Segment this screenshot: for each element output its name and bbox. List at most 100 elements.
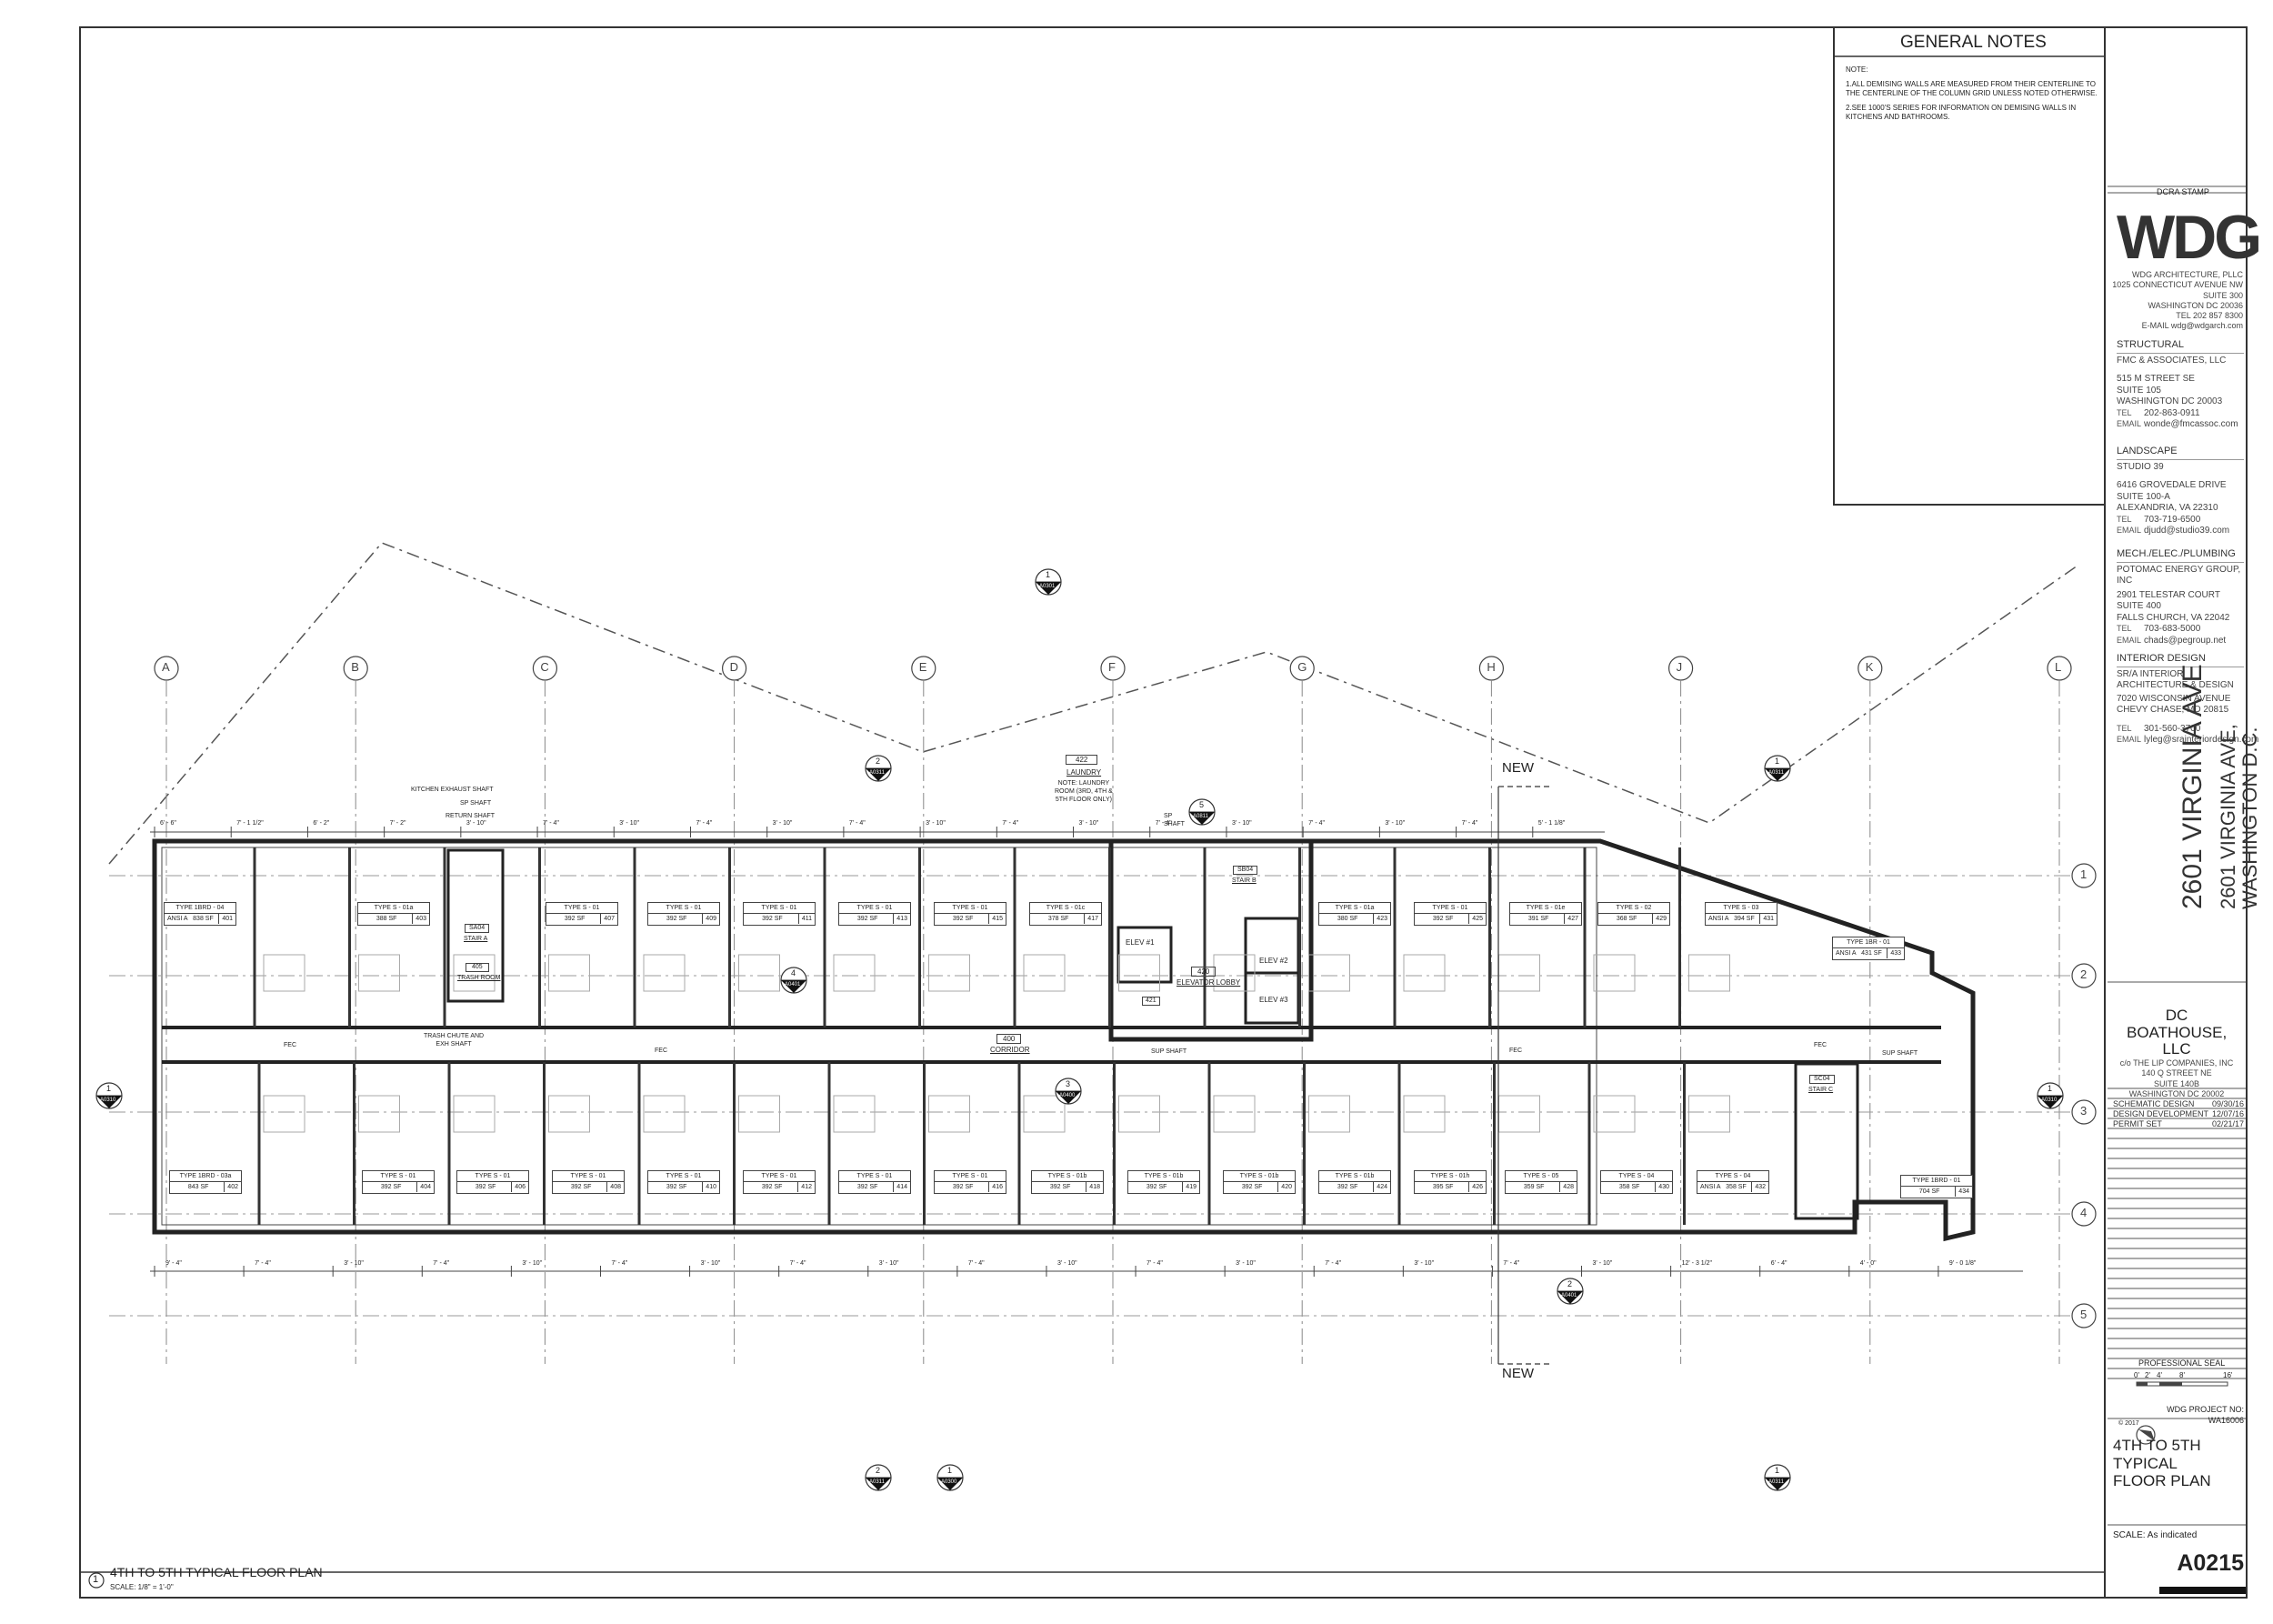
dimension-label-bottom: 7' - 4" [789,1260,806,1267]
unit-type: TYPE S - 01 [457,1171,528,1182]
unit-type: TYPE S - 01 [744,1171,815,1182]
scale-tick-8: 8' [2179,1371,2185,1379]
dimension-label-bottom: 9' - 0 1/8" [1948,1260,1977,1267]
section-arrow-icon [937,1478,963,1490]
general-notes-title: GENERAL NOTES [1900,33,2047,52]
stair-b-label: STAIR B [1232,877,1257,884]
consultant-address: 7020 WISCONSIN AVENUE [2117,693,2231,704]
dimension-label-bottom: 3' - 10" [1414,1260,1435,1267]
bath-fixture [358,1095,400,1133]
section-arrow-icon [866,768,891,781]
building-inner-wall [161,847,1597,1226]
section-mark-number: 2 [1567,1279,1573,1288]
bath-fixture [1213,1095,1256,1133]
section-mark-number: 1 [1775,1466,1780,1475]
project-city: WASHINGTON D.C. [2238,727,2261,909]
dimension-label-top: 5' - 1 1/8" [1537,820,1566,827]
unit-number: 426 [1468,1182,1483,1192]
unit-area: 392 SF [380,1184,402,1190]
unit-area: 392 SF [666,916,687,922]
dimension-label-bottom: 3' - 10" [700,1260,721,1267]
unit-number: 401 [218,914,233,924]
bath-fixture [453,1095,496,1133]
scale-tick-4: 4' [2157,1371,2162,1379]
grid-row-label: 3 [2080,1104,2088,1118]
dimension-label-bottom: 7' - 4" [433,1260,450,1267]
dimension-label-top: 3' - 10" [926,820,946,827]
section-mark-ref: A0311 [1768,770,1784,776]
drawing-title: 4TH TO 5TH TYPICAL FLOOR PLAN [110,1565,323,1579]
issue-label: PERMIT SET [2113,1119,2162,1128]
kitchen-exhaust-callout: KITCHEN EXHAUST SHAFT [411,787,494,793]
tel-label: TEL [2117,514,2132,524]
unit-number: 404 [416,1182,431,1192]
owner-line: SUITE 140B [2153,1078,2200,1088]
unit-area: 392 SF [1337,1184,1358,1190]
bath-fixture [263,954,305,992]
bath-fixture [1213,954,1256,992]
section-arrow-icon [866,1478,891,1490]
bath-fixture [1593,1095,1636,1133]
tel-value: 202-863-0911 [2144,407,2200,418]
email-label: EMAIL [2117,635,2142,645]
consultant-interior: INTERIOR DESIGN SR/A INTERIOR ARCHITECTU… [2117,653,2258,747]
unit-number: 414 [893,1182,907,1192]
unit-accessibility: ANSI A [1836,950,1857,957]
copyright: © 2017 [2118,1420,2139,1427]
grid-column-label: E [918,660,927,674]
unit-number: 427 [1564,914,1578,924]
bath-fixture [643,1095,686,1133]
unit-area: 378 SF [1047,916,1069,922]
unit-area: 388 SF [375,916,397,922]
laundry-note-line: 5TH FLOOR ONLY) [1055,796,1112,803]
unit-type: TYPE S - 01h [1415,1171,1486,1182]
unit-type: TYPE 1BRD - 04 [165,903,235,914]
consultant-discipline: MECH./ELEC./PLUMBING [2117,548,2244,563]
stair-c-core [1794,1062,1859,1220]
grid-bubble [2071,1201,2097,1227]
section-mark-ref: A0401 [785,982,801,987]
grid-bubble [2071,1099,2097,1125]
unit-area: 392 SF [1146,1184,1167,1190]
section-arrow-icon [96,1096,122,1108]
architect-address: WDG ARCHITECTURE, PLLC 1025 CONNECTICUT … [2112,270,2243,332]
architect-line: 1025 CONNECTICUT AVENUE NW [2112,280,2243,290]
stair-a-no: SA04 [465,924,490,934]
consultant-discipline: LANDSCAPE [2117,446,2244,460]
bath-fixture [928,954,970,992]
section-arrow-icon [1765,768,1790,781]
unit-number: 428 [1559,1182,1574,1192]
tel-value: 301-560-3700 [2144,723,2201,734]
section-mark-number: 5 [1199,800,1205,809]
section-mark-ref: A0311 [869,1479,885,1485]
dimension-label-bottom: 6' - 4" [1770,1260,1787,1267]
project-city-vertical: WASHINGTON D.C. [2238,727,2261,909]
scale-note: SCALE: As indicated [2113,1530,2198,1540]
dimension-label-bottom: 3' - 10" [522,1260,543,1267]
unit-type: TYPE S - 01a [358,903,429,914]
dimension-label-bottom: 3' - 10" [1592,1260,1613,1267]
bath-fixture [833,954,876,992]
unit-number: 407 [600,914,615,924]
consultant-landscape: LANDSCAPE STUDIO 39 6416 GROVEDALE DRIVE… [2117,446,2244,537]
